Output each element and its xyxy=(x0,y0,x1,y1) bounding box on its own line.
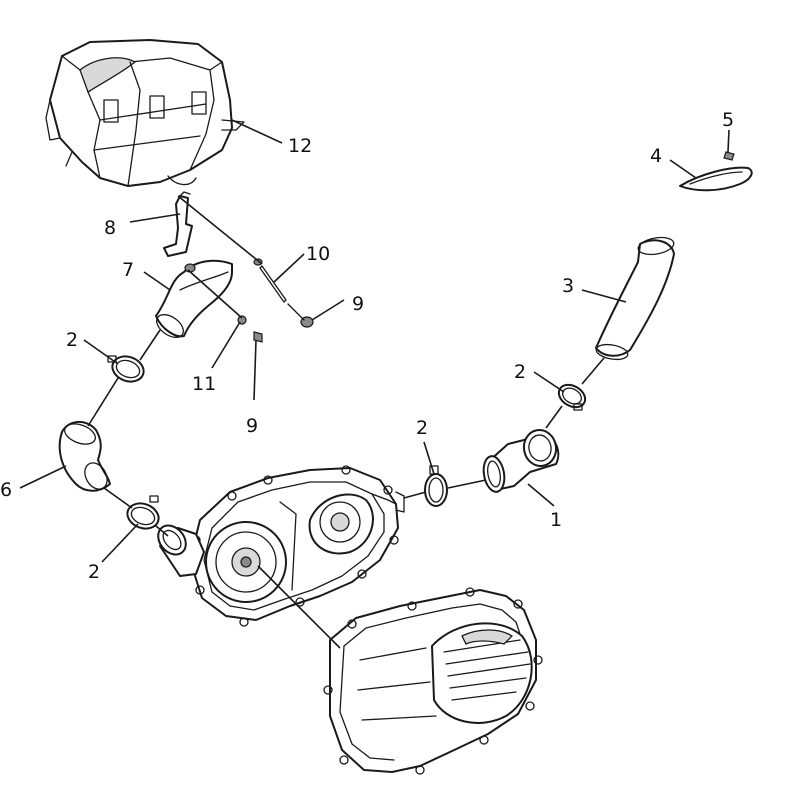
elbow-6 xyxy=(58,421,111,492)
screw-9-lower xyxy=(253,331,263,343)
cvt-outer-cover xyxy=(323,587,543,775)
clamp-lower-left xyxy=(126,495,160,530)
callout-9-lower: 9 xyxy=(246,415,258,437)
adaptor-1 xyxy=(482,429,560,493)
clamp-middle xyxy=(424,465,448,507)
clamp-right-upper xyxy=(557,383,587,411)
hose-3 xyxy=(595,236,675,361)
bolt-10 xyxy=(253,258,287,303)
callout-6: 6 xyxy=(0,479,12,501)
cap-4 xyxy=(679,166,753,192)
callout-8: 8 xyxy=(104,217,116,239)
callout-2-right: 2 xyxy=(514,361,526,383)
callout-1: 1 xyxy=(550,509,562,531)
housing-inlet-stub xyxy=(157,524,205,577)
callout-4: 4 xyxy=(650,145,662,167)
bracket xyxy=(163,191,193,257)
assembly-centerlines xyxy=(87,195,605,649)
air-box xyxy=(45,39,245,187)
callout-2-upper-left: 2 xyxy=(66,329,78,351)
callout-2-middle: 2 xyxy=(416,417,428,439)
callout-10: 10 xyxy=(306,243,330,265)
clamp-upper-left xyxy=(107,355,145,383)
callout-5: 5 xyxy=(722,109,734,131)
callout-7: 7 xyxy=(122,259,134,281)
callout-9-upper: 9 xyxy=(352,293,364,315)
callout-2-lower-left: 2 xyxy=(88,561,100,583)
callout-labels: 12 8 7 10 9 11 9 2 6 2 2 2 1 3 4 5 xyxy=(0,109,734,583)
callout-3: 3 xyxy=(562,275,574,297)
callout-leaders xyxy=(19,119,730,563)
cvt-inner-housing xyxy=(189,465,405,627)
callout-11: 11 xyxy=(192,373,216,395)
screw-9-upper xyxy=(287,303,314,328)
clip-5 xyxy=(723,151,735,161)
callout-12: 12 xyxy=(288,135,312,157)
